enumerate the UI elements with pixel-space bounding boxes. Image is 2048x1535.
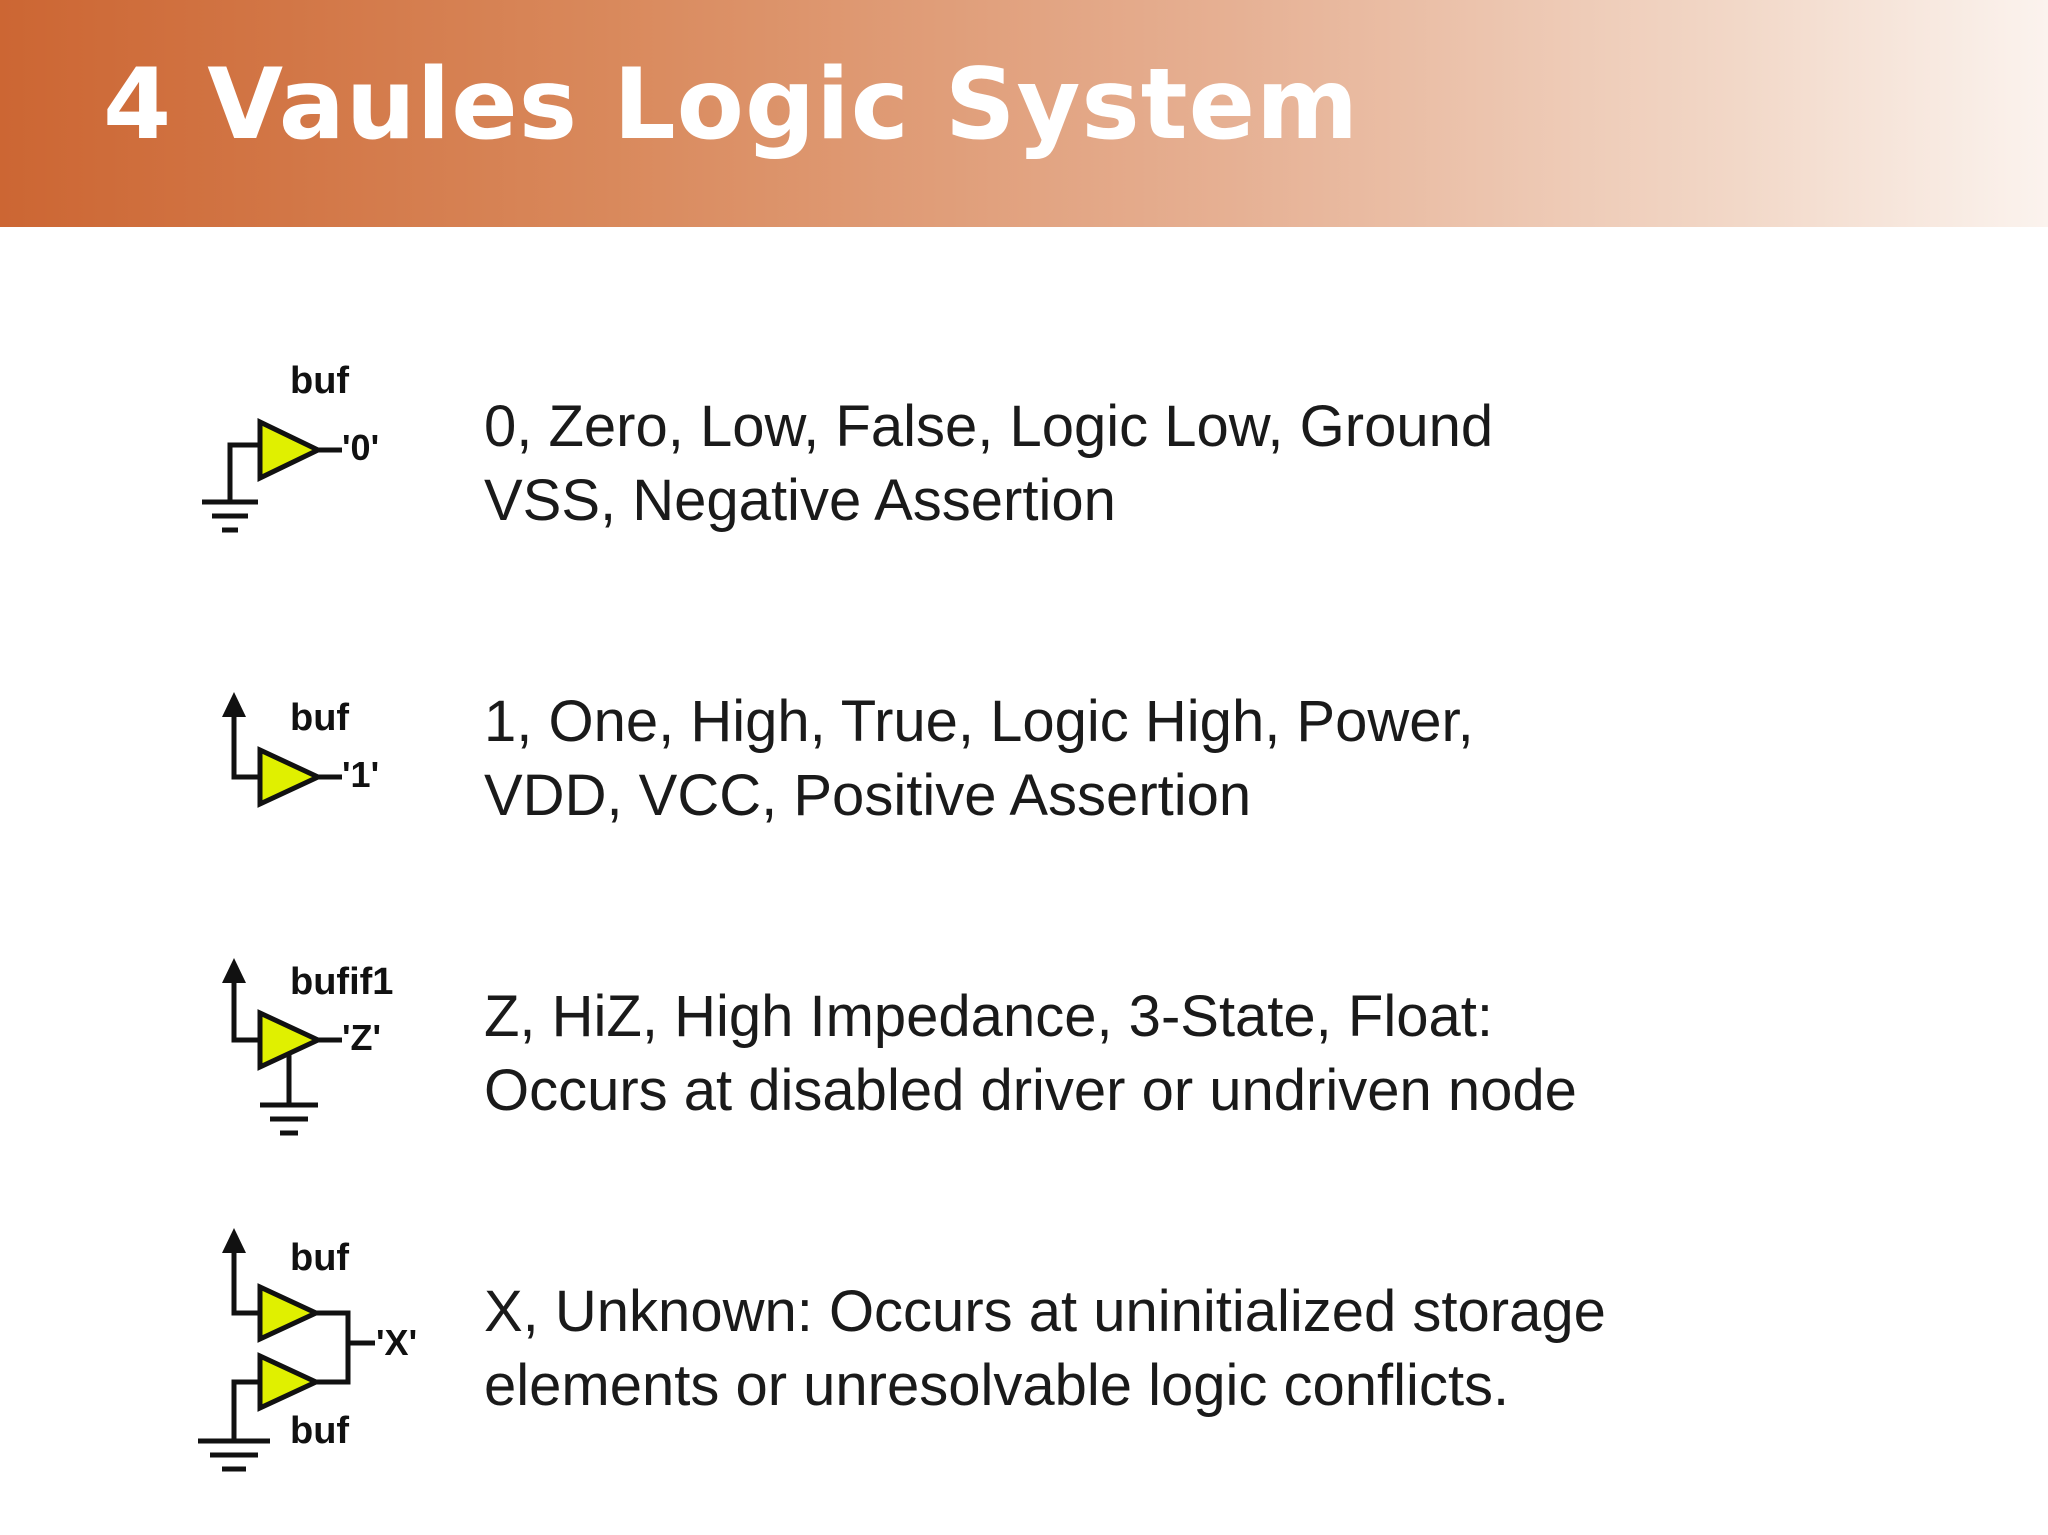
output-label: 'Z' [342,1017,381,1058]
gate-label: buf [290,360,349,402]
description-line: VDD, VCC, Positive Assertion [484,763,1252,828]
description-line: Z, HiZ, High Impedance, 3-State, Float: [484,984,1493,1049]
description-line: VSS, Negative Assertion [484,468,1116,533]
slide-title: 4 Vaules Logic System [103,48,1360,162]
description: 1, One, High, True, Logic High, Power, V… [484,685,1474,833]
gate-label-lower: buf [290,1410,349,1452]
description-line: 1, One, High, True, Logic High, Power, [484,689,1474,754]
output-label: 'X' [376,1322,417,1363]
title-bar: 4 Vaules Logic System [0,0,2048,227]
tristate-buffer-symbol: bufif1 'Z' [222,958,393,1136]
description: 0, Zero, Low, False, Logic Low, Ground V… [484,390,1493,538]
description-line: Occurs at disabled driver or undriven no… [484,1058,1577,1123]
conflicting-buffers-symbol: buf 'X' buf [198,1228,417,1472]
description-line: elements or unresolvable logic conflicts… [484,1353,1510,1418]
description: X, Unknown: Occurs at uninitialized stor… [484,1275,1606,1423]
gate-label: buf [290,697,349,739]
description: Z, HiZ, High Impedance, 3-State, Float: … [484,980,1577,1128]
buffer-to-power-symbol: buf '1' [222,692,379,808]
buffer-to-ground-symbol: buf '0' [202,360,379,533]
gate-label: buf [290,1237,349,1279]
description-line: 0, Zero, Low, False, Logic Low, Ground [484,394,1494,459]
output-label: '1' [342,754,379,795]
output-label: '0' [342,427,379,468]
description-line: X, Unknown: Occurs at uninitialized stor… [484,1279,1606,1344]
gate-label: bufif1 [290,961,393,1003]
